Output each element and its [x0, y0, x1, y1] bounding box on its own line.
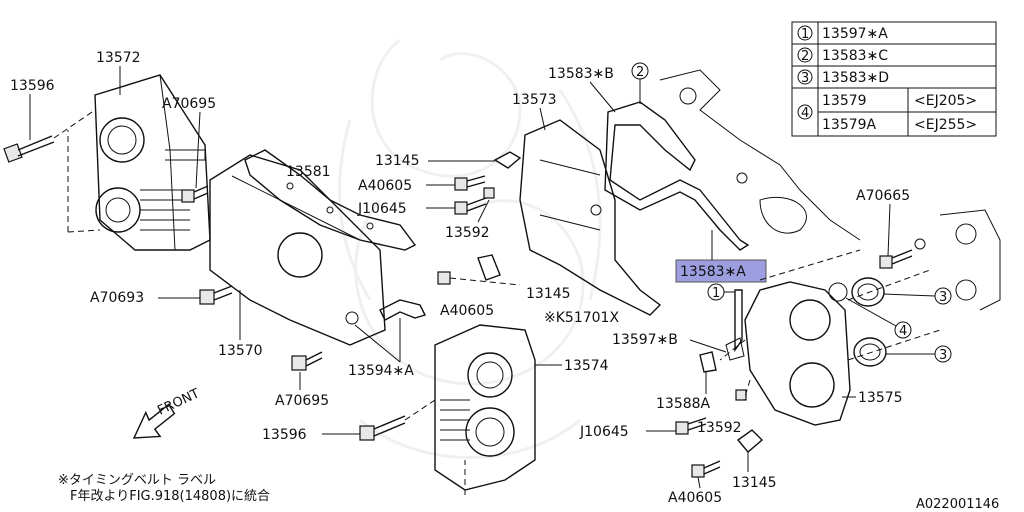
callout-1: 1: [712, 286, 720, 301]
gasket-13581[interactable]: [244, 149, 417, 251]
footnote-line-2: F年改よりFIG.918(14808)に統合: [70, 489, 270, 504]
front-arrow: [132, 403, 176, 439]
label-front: FRONT: [155, 386, 202, 418]
bolt-A40605-bottom[interactable]: [691, 460, 721, 478]
part-13570-belt-cover-left[interactable]: [209, 154, 386, 346]
label-13145-middle: 13145: [526, 286, 571, 302]
part-13572-front-cover-left[interactable]: [94, 74, 211, 251]
label-13592-top: 13592: [445, 225, 490, 241]
bushing-13592-bottom[interactable]: [735, 389, 747, 401]
label-K51701X: ※K51701X: [544, 310, 619, 326]
label-13583B: 13583∗B: [548, 66, 614, 82]
label-13596-top: 13596: [10, 78, 55, 94]
part-13573-belt-cover-center[interactable]: [519, 119, 662, 316]
legend-note-4b: <EJ255>: [914, 117, 977, 133]
seal-13583D-lower[interactable]: [853, 337, 887, 367]
bolt-A70693[interactable]: [199, 285, 233, 305]
bolt-A70695-bottom[interactable]: [291, 351, 323, 371]
bolt-A70695-top[interactable]: [181, 185, 209, 203]
callout-3-lower: 3: [939, 348, 947, 363]
label-A70695-top: A70695: [162, 96, 216, 112]
label-13574: 13574: [564, 358, 609, 374]
label-13592-bottom: 13592: [697, 420, 742, 436]
label-13594A: 13594∗A: [348, 363, 414, 379]
label-13596-bottom: 13596: [262, 427, 307, 443]
label-13583A[interactable]: 13583∗A: [680, 264, 746, 280]
bracket-13594A[interactable]: [345, 299, 426, 325]
label-A40605-bottom: A40605: [668, 490, 722, 506]
seal-13583D-upper[interactable]: [851, 277, 885, 307]
label-13570: 13570: [218, 343, 263, 359]
clip-13145-bottom[interactable]: [736, 429, 764, 453]
highlight-13583A: [675, 259, 767, 283]
clip-13145-top[interactable]: [493, 151, 522, 169]
bushing-13592-top[interactable]: [483, 187, 495, 199]
label-13597B: 13597∗B: [612, 332, 678, 348]
clip-13145-middle[interactable]: [437, 254, 501, 285]
legend-num-3: 3: [801, 71, 809, 86]
label-13572: 13572: [96, 50, 141, 66]
legend-num-4: 4: [801, 106, 809, 121]
engine-block-outline: [659, 69, 861, 241]
bracket-13588A[interactable]: [699, 351, 717, 373]
gasket-13583B[interactable]: [604, 101, 750, 251]
label-J10645-bottom: J10645: [579, 424, 629, 440]
bolt-J10645-top[interactable]: [454, 197, 487, 215]
bolt-13596-bottom[interactable]: [359, 415, 406, 441]
footnote-line-1: ※タイミングベルト ラベル: [58, 473, 216, 488]
gasket-13597A[interactable]: [734, 289, 743, 353]
callout-2: 2: [636, 65, 644, 80]
legend-part-4: 13579: [822, 93, 867, 109]
label-13581: 13581: [286, 164, 331, 180]
diagram-id: A022001146: [916, 497, 999, 512]
label-13575: 13575: [858, 390, 903, 406]
label-A40605-top: A40605: [358, 178, 412, 194]
legend-note-4: <EJ205>: [914, 93, 977, 109]
label-13588A: 13588A: [656, 396, 711, 412]
part-13575-belt-cover-right[interactable]: [744, 281, 851, 426]
label-13573: 13573: [512, 92, 557, 108]
label-13145-bottom: 13145: [732, 475, 777, 491]
label-13145-top: 13145: [375, 153, 420, 169]
label-A70695-bottom: A70695: [275, 393, 329, 409]
engine-block-right: [914, 209, 1001, 311]
label-A70693: A70693: [90, 290, 144, 306]
part-13574-front-cover-center[interactable]: [434, 324, 536, 491]
legend-part-4b: 13579A: [822, 117, 877, 133]
legend-part-1: 13597∗A: [822, 26, 888, 42]
bolt-J10645-bottom[interactable]: [675, 417, 707, 435]
legend-part-3: 13583∗D: [822, 70, 889, 86]
seal-13579[interactable]: [828, 282, 848, 302]
legend-num-2: 2: [801, 49, 809, 64]
callout-3-upper: 3: [939, 290, 947, 305]
gasket-13597B[interactable]: [725, 337, 745, 361]
label-J10645-top: J10645: [357, 201, 407, 217]
legend-table: [791, 21, 997, 137]
legend-part-2: 13583∗C: [822, 48, 888, 64]
bolt-13596-top[interactable]: [3, 135, 55, 163]
bolt-A70665[interactable]: [879, 249, 913, 269]
label-A70665: A70665: [856, 188, 910, 204]
label-A40605-middle: A40605: [440, 303, 494, 319]
bolt-A40605-top[interactable]: [454, 175, 486, 191]
callout-4: 4: [899, 324, 907, 339]
watermark-logo: [338, 38, 602, 459]
legend-num-1: 1: [801, 27, 809, 42]
